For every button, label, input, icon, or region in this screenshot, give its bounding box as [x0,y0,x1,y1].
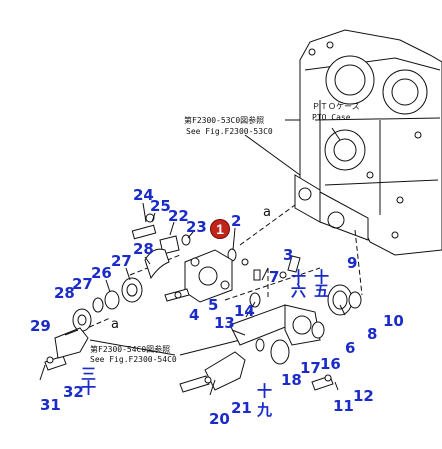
callout-label[interactable]: 20 [209,410,230,428]
callout-label[interactable]: 21 [231,399,252,417]
callout-label[interactable]: 28 [54,284,75,302]
callout-label[interactable]: 8 [367,325,378,343]
callout-label[interactable]: 18 [281,371,302,389]
callout-label[interactable]: 10 [383,312,404,330]
callout-label[interactable]: 9 [347,254,358,272]
pto-case-note-en: PTO Case [312,113,351,122]
pto-case-note-ja: ＰＴＯケース [312,102,360,111]
callout-label[interactable]: 25 [150,197,171,215]
callout-label[interactable]: 十六 [291,268,307,300]
callout-label[interactable]: 17 [300,359,321,377]
callout-label[interactable]: 23 [186,218,207,236]
callout-label[interactable]: 九 [257,401,273,419]
callout-label[interactable]: 5 [208,296,219,314]
callout-label[interactable]: 24 [133,186,154,204]
callout-label[interactable]: 32 [63,383,84,401]
callout-label[interactable]: 7 [269,268,280,286]
callout-label[interactable]: 十五 [314,268,330,300]
callout-label[interactable]: 4 [189,306,200,324]
callout-label[interactable]: 6 [345,339,356,357]
callout-label[interactable]: 12 [353,387,374,405]
callout-label[interactable]: 22 [168,207,189,225]
callout-label[interactable]: 28 [133,240,154,258]
ref-upper-note-en: See Fig.F2300-53C0 [186,127,273,136]
callout-label[interactable]: 26 [91,264,112,282]
highlighted-part-marker[interactable]: 1 [210,219,230,239]
callout-label[interactable]: 13 [214,314,235,332]
callout-label[interactable]: 14 [234,302,255,320]
ref-lower-note-ja: 第F2300-54C0図参照 [90,345,171,354]
callout-label[interactable]: 十 [257,382,273,400]
pto-case-housing [294,29,442,256]
connection-marker-a-upper: a [263,205,271,220]
callout-label[interactable]: 27 [111,252,132,270]
callout-label[interactable]: 16 [320,355,341,373]
callout-label[interactable]: 31 [40,396,61,414]
callout-label[interactable]: 29 [30,317,51,335]
label-leaders [39,202,346,396]
lower-fittings [44,255,362,393]
upper-fittings [72,213,237,332]
callout-label[interactable]: 2 [231,212,242,230]
elbow-flange [164,249,261,308]
callout-label[interactable]: 3 [283,246,294,264]
ref-upper-note-ja: 第F2300-53C0図参照 [184,116,265,125]
callout-label[interactable]: 三十 [81,365,97,397]
ref-lower-note-en: See Fig.F2300-54C0 [90,355,177,364]
callout-label[interactable]: 27 [72,275,93,293]
connection-marker-a-lower: a [111,317,119,332]
callout-label[interactable]: 11 [333,397,354,415]
